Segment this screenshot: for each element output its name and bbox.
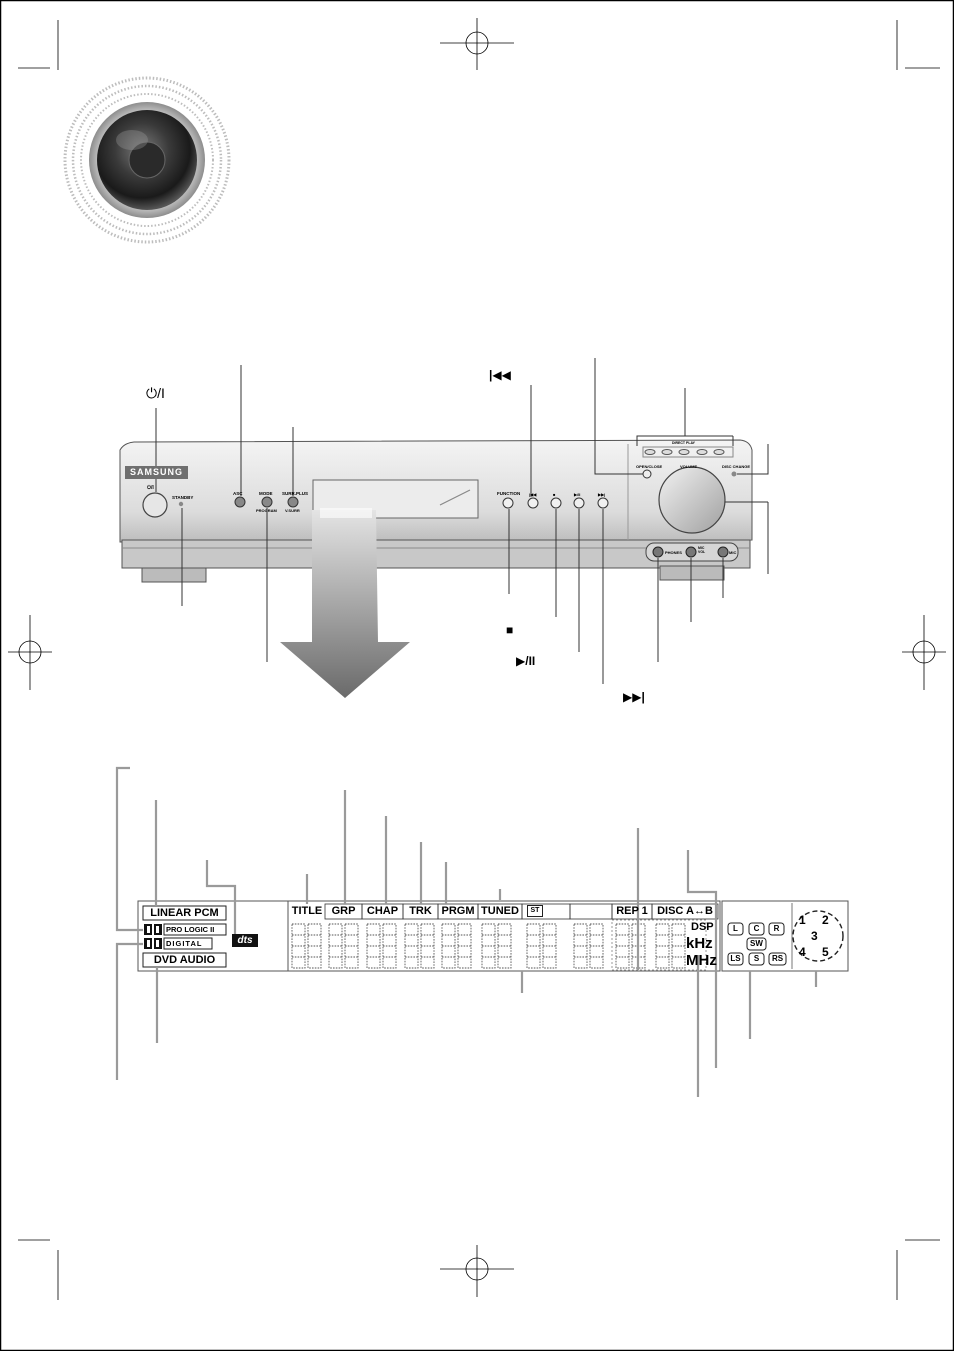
disc-3: 3 (811, 929, 818, 943)
asc-label: ASC (233, 491, 243, 496)
speaker-l: L (733, 924, 738, 933)
char-cell (526, 923, 541, 969)
char-cell (420, 923, 435, 969)
play-pause-callout: ▶/II (516, 654, 536, 668)
char-cell (366, 923, 381, 969)
char-cell (497, 923, 512, 969)
segment-label-title: TITLE (291, 905, 323, 917)
char-cell (344, 923, 359, 969)
binary-ring (63, 76, 231, 244)
segment-label-rep-1: REP 1 (616, 905, 648, 917)
char-cell (328, 923, 343, 969)
play-pause-btn-label: ▶/II (574, 492, 581, 497)
mode-sub-label: PROGRAM (256, 508, 277, 513)
segment-label-prgm: PRGM (441, 905, 475, 917)
segment-label-disc-a-b: DISC A↔B (657, 905, 713, 917)
speaker-sw: SW (750, 939, 763, 948)
char-cell (615, 923, 630, 969)
next-btn-label: ▶▶| (598, 492, 606, 497)
disc-change-label: DISC CHANGE (722, 464, 751, 469)
speaker-boxes (727, 922, 787, 966)
power-callout-symbol: ⏻/I (146, 385, 165, 401)
direct-play-label: DIRECT PLAY (672, 441, 696, 445)
speaker-s: S (753, 954, 760, 963)
char-cell (307, 923, 322, 969)
prev-btn-label: |◀◀ (529, 492, 537, 497)
char-cell (481, 923, 496, 969)
surround-sub-label: V.SURR (285, 508, 300, 513)
speaker-c: C (753, 924, 760, 933)
char-cell (291, 923, 306, 969)
dolby-icons (144, 924, 162, 949)
segment-label-blank (570, 904, 612, 919)
segment-label-tuned: TUNED (481, 905, 519, 917)
mic-label: MIC (729, 550, 737, 555)
speaker-r: R (773, 924, 780, 933)
char-cell (542, 923, 557, 969)
character-cells (291, 923, 686, 969)
dvd-audio-label: DVD AUDIO (153, 954, 216, 966)
display-callouts (115, 766, 818, 1097)
power-button-label: ⏻/I (147, 485, 154, 491)
segment-label-grp: GRP (331, 905, 356, 917)
function-label: FUNCTION (497, 491, 521, 496)
char-cell (404, 923, 419, 969)
segment-label-chap: CHAP (366, 905, 399, 917)
mic-vol-label: MIC VOL (698, 546, 706, 554)
mhz-label: MHz (686, 952, 717, 969)
stop-callout: ■ (506, 623, 514, 637)
char-cell (573, 923, 588, 969)
char-cell (382, 923, 397, 969)
pro-logic-label: PRO LOGIC II (166, 925, 215, 934)
disc-4: 4 (799, 945, 806, 959)
volume-label: VOLUME (680, 464, 698, 469)
speaker-rs: RS (771, 954, 784, 963)
brand-logo: SAMSUNG (125, 466, 188, 479)
char-cell (589, 923, 604, 969)
mode-label: MODE (259, 491, 273, 496)
disc-1: 1 (799, 913, 806, 927)
dts-logo: dts (237, 935, 253, 946)
phones-label: PHONES (665, 550, 682, 555)
down-arrow (280, 510, 410, 698)
char-cell (655, 923, 670, 969)
disc-ring (792, 910, 844, 962)
linear-pcm-label: LINEAR PCM (150, 907, 219, 919)
speaker-ls: LS (730, 954, 741, 963)
standby-label: STANDBY (172, 495, 194, 500)
dsp-label: DSP (691, 921, 714, 933)
khz-label: kHz (686, 935, 713, 952)
disc-2: 2 (822, 913, 829, 927)
segment-label-st: ST (527, 905, 543, 917)
char-cell (457, 923, 472, 969)
surround-label: SURR.PLUS (282, 491, 309, 496)
next-callout: ▶▶| (623, 690, 645, 704)
registration-targets (8, 18, 946, 1297)
digital-label: DIGITAL (166, 939, 203, 948)
crop-marks (18, 20, 940, 1300)
panel-callouts (155, 358, 769, 684)
prev-callout: |◀◀ (489, 368, 511, 382)
stop-btn-label: ■ (553, 492, 556, 497)
disc-5: 5 (822, 945, 829, 959)
segment-label-boxes (324, 903, 719, 920)
open-close-label: OPEN/CLOSE (636, 464, 663, 469)
char-cell (441, 923, 456, 969)
char-cell (671, 923, 686, 969)
segment-label-trk: TRK (409, 905, 432, 917)
